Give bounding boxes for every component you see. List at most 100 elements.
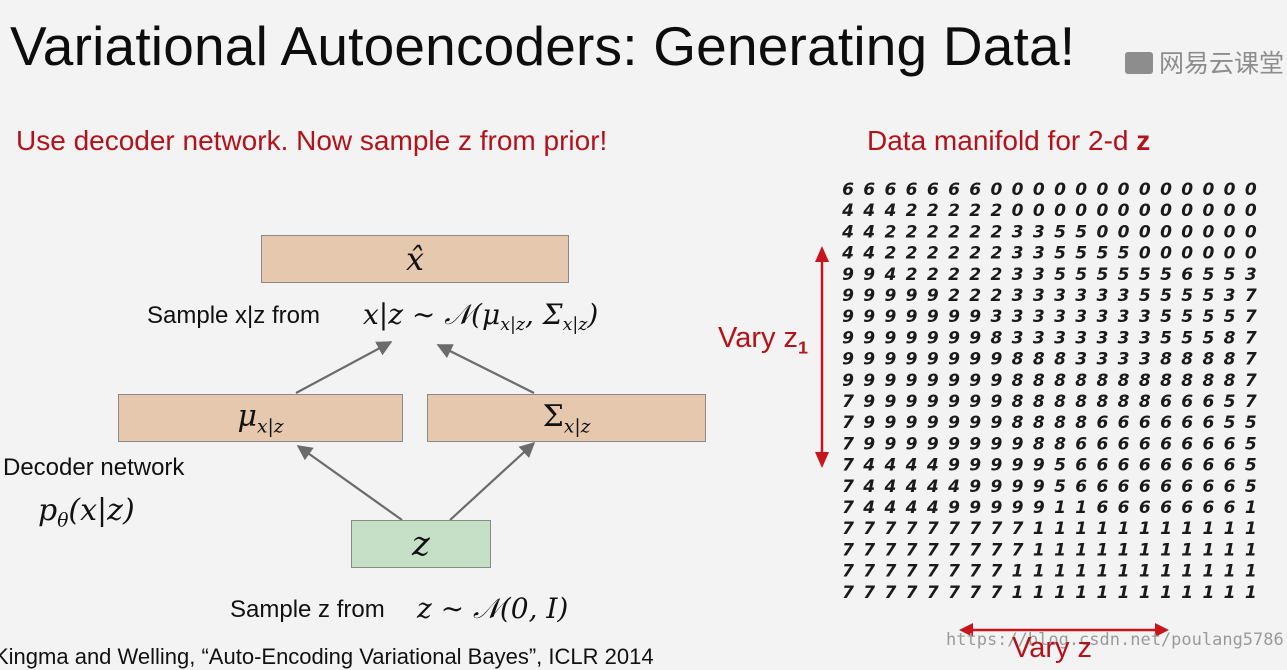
manifold-digit: 6 (1181, 265, 1193, 285)
manifold-digit: 6 (1202, 456, 1214, 476)
manifold-digit: 5 (1202, 286, 1214, 306)
manifold-digit: 1 (1075, 540, 1087, 560)
manifold-digit: 6 (1181, 498, 1193, 518)
manifold-digit: 7 (906, 562, 918, 582)
watermark: 网易云课堂 (1125, 44, 1284, 80)
manifold-digit: 4 (862, 477, 875, 497)
manifold-digit: 9 (927, 350, 939, 370)
manifold-digit: 3 (1012, 222, 1024, 242)
manifold-digit: 6 (1118, 434, 1130, 454)
manifold-digit: 7 (842, 456, 854, 476)
manifold-digit: 4 (883, 201, 896, 221)
manifold-digit: 8 (1054, 371, 1066, 391)
manifold-digit: 9 (969, 498, 981, 518)
manifold-digit: 9 (990, 456, 1002, 476)
manifold-digit: 0 (1139, 244, 1151, 264)
manifold-digit: 6 (1202, 498, 1214, 518)
manifold-digit: 9 (1012, 477, 1024, 497)
manifold-digit: 1 (1054, 498, 1066, 518)
mu-subscript: x|z (257, 416, 284, 437)
vary-z1-text: Vary z (718, 322, 798, 354)
manifold-digit: 8 (1054, 350, 1066, 370)
manifold-digit: 0 (1202, 201, 1214, 221)
manifold-digit: 0 (1181, 244, 1193, 264)
manifold-digit: 9 (1033, 477, 1045, 497)
sigma-box: Σx|z (427, 394, 706, 442)
manifold-digit: 8 (1075, 413, 1087, 433)
manifold-digit: 9 (863, 371, 875, 391)
manifold-digit: 9 (990, 434, 1002, 454)
manifold-digit: 0 (1054, 180, 1066, 200)
manifold-digit: 9 (884, 350, 896, 370)
manifold-digit: 0 (1224, 180, 1236, 200)
manifold-digit: 5 (1224, 392, 1236, 412)
manifold-digit: 9 (842, 350, 854, 370)
manifold-digit: 5 (1054, 222, 1066, 242)
manifold-digit: 9 (884, 413, 896, 433)
manifold-digit: 3 (1033, 244, 1045, 264)
manifold-digit: 6 (1202, 477, 1214, 497)
manifold-digit: 2 (990, 201, 1002, 221)
manifold-digit: 8 (1033, 371, 1045, 391)
manifold-digit: 2 (948, 265, 960, 285)
manifold-digit: 3 (1033, 328, 1045, 348)
manifold-digit: 0 (1012, 180, 1024, 200)
manifold-digit: 8 (1033, 434, 1045, 454)
manifold-digit: 5 (1181, 307, 1193, 327)
manifold-digit: 9 (906, 350, 918, 370)
manifold-digit: 7 (927, 519, 939, 539)
manifold-digit: 2 (990, 222, 1002, 242)
manifold-digit: 2 (906, 222, 918, 242)
manifold-digit: 9 (969, 413, 981, 433)
manifold-digit: 4 (841, 244, 854, 264)
manifold-digit: 7 (863, 562, 875, 582)
manifold-digit: 6 (1096, 434, 1108, 454)
manifold-digit: 9 (842, 286, 854, 306)
manifold-digit: 9 (906, 307, 918, 327)
manifold-digit: 2 (969, 201, 981, 221)
manifold-digit: 1 (1118, 583, 1130, 603)
manifold-digit: 9 (990, 477, 1002, 497)
manifold-digit: 5 (1054, 456, 1066, 476)
manifold-digit: 7 (842, 392, 854, 412)
manifold-digit: 7 (927, 540, 939, 560)
manifold-digit: 2 (906, 265, 918, 285)
manifold-digit: 3 (1096, 307, 1108, 327)
manifold-digit: 4 (862, 456, 875, 476)
manifold-digit: 9 (969, 328, 981, 348)
manifold-digit: 1 (1075, 562, 1087, 582)
manifold-digit: 9 (842, 265, 854, 285)
manifold-digit: 1 (1033, 519, 1045, 539)
manifold-digit: 3 (1075, 307, 1087, 327)
manifold-digit: 6 (1224, 456, 1236, 476)
manifold-digit: 2 (948, 286, 960, 306)
manifold-digit: 7 (842, 583, 854, 603)
manifold-digit: 7 (948, 562, 960, 582)
manifold-digit: 6 (1096, 477, 1108, 497)
manifold-digit: 4 (862, 222, 875, 242)
manifold-digit: 0 (1054, 201, 1066, 221)
manifold-digit: 7 (969, 562, 981, 582)
manifold-digit: 7 (1245, 392, 1257, 412)
manifold-digit: 5 (1139, 265, 1151, 285)
manifold-digit: 3 (1245, 265, 1257, 285)
vary-z1-label: Vary z1 (718, 322, 808, 358)
manifold-digit: 9 (906, 392, 918, 412)
manifold-digit: 6 (1118, 477, 1130, 497)
manifold-digit: 1 (1160, 583, 1172, 603)
manifold-digit: 1 (1202, 562, 1214, 582)
manifold-digit: 8 (1054, 413, 1066, 433)
manifold-digit: 2 (927, 244, 939, 264)
manifold-digit: 8 (1012, 413, 1024, 433)
manifold-digit: 0 (1139, 201, 1151, 221)
manifold-digit: 2 (969, 222, 981, 242)
manifold-digit: 5 (1118, 265, 1130, 285)
manifold-digit: 1 (1139, 540, 1151, 560)
manifold-digit: 5 (1181, 328, 1193, 348)
manifold-digit: 5 (1075, 265, 1087, 285)
manifold-digit: 9 (884, 328, 896, 348)
manifold-digit: 7 (990, 519, 1002, 539)
manifold-digit: 7 (842, 498, 854, 518)
manifold-digit: 9 (884, 307, 896, 327)
manifold-digit: 3 (1139, 328, 1151, 348)
